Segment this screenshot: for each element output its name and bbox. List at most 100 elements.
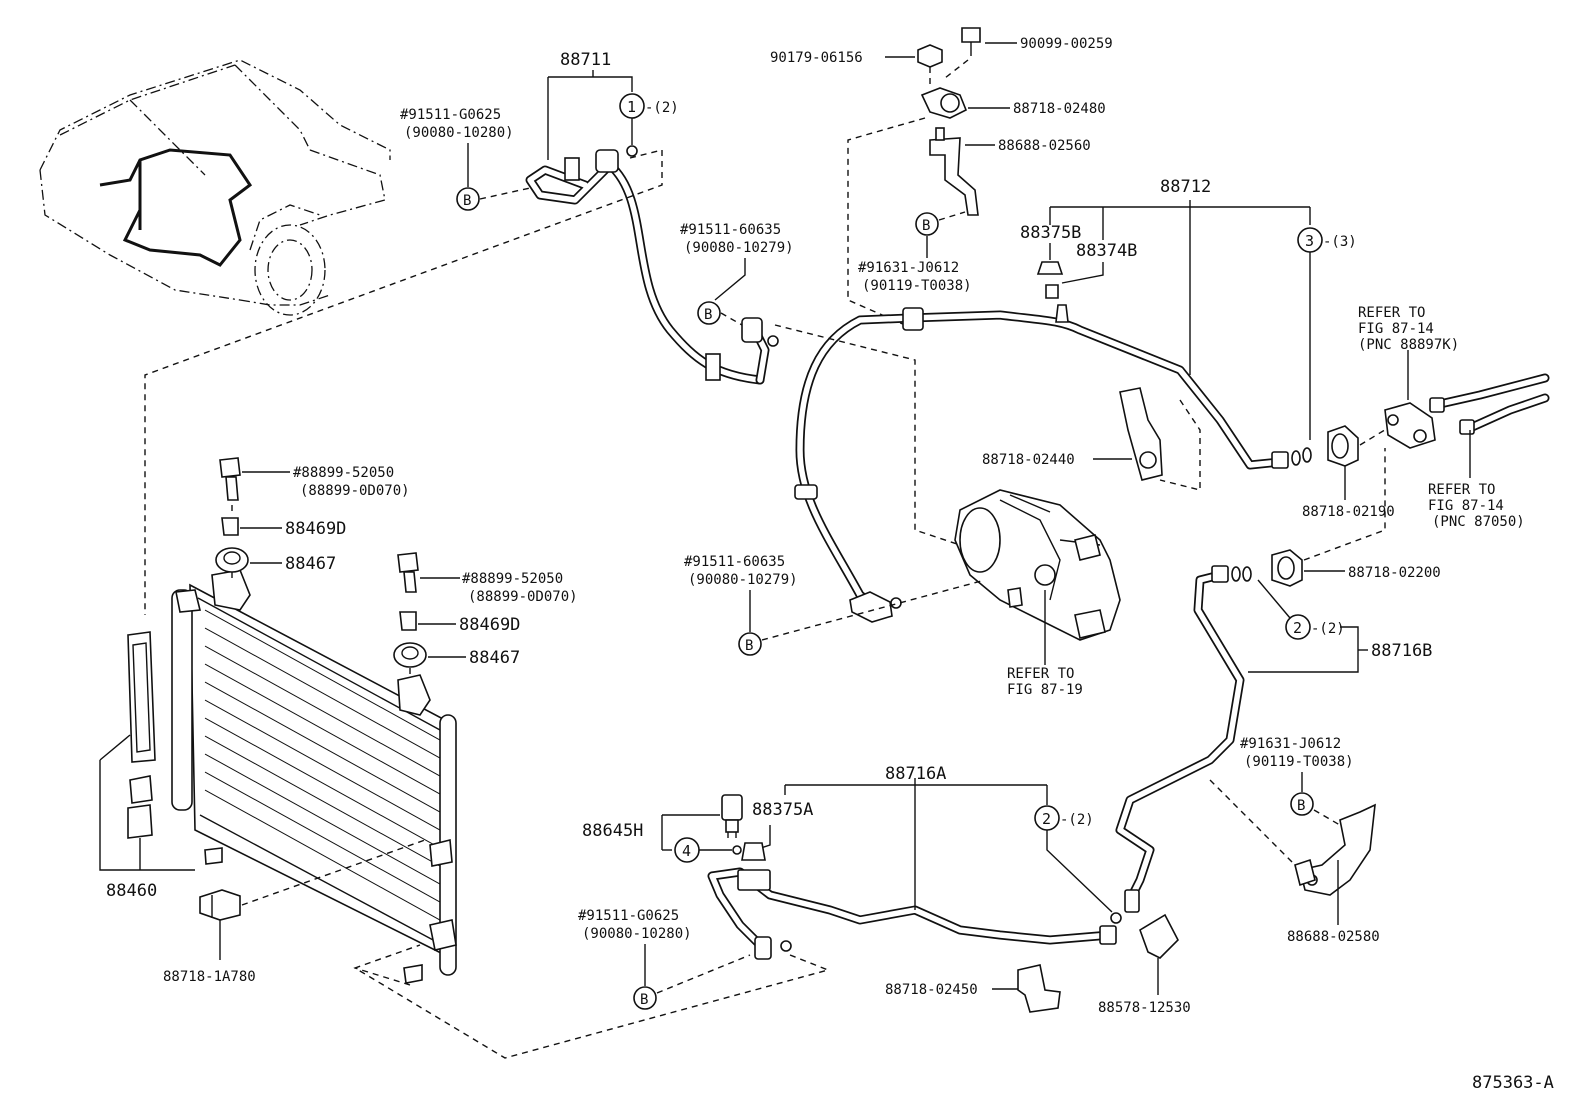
label-90119-T0038-b: (90119-T0038) [1244,754,1354,770]
label-88375B: 88375B [1020,223,1081,243]
plug-88899-a [219,457,241,501]
liquid-pipe-88716A [707,867,1122,960]
label-88460: 88460 [106,881,157,901]
callout-circle-2b-num: 2 [1042,810,1051,828]
bolt-b3-text: B [922,218,930,234]
oring-88469D-b [399,611,417,631]
label-90119-T0038-a: (90119-T0038) [862,278,972,294]
bolt-callout-b2 [697,301,721,325]
label-88469D-b: 88469D [459,615,520,635]
liquid-pipe-88716B [1115,565,1252,913]
cap-88375B [1036,261,1064,275]
oring-88469D-a [221,517,239,536]
label-88899-52050-b: #88899-52050 [462,571,563,587]
label-91511-G0625-a: #91511-G0625 [400,107,501,123]
label-91631-J0612-b: #91631-J0612 [1240,736,1341,752]
label-88374B: 88374B [1076,241,1137,261]
clamp-88718-02450 [1017,964,1061,1013]
suction-pipe-88712 [794,304,1312,623]
label-88899-0D070-a: (88899-0D070) [300,483,410,499]
bolt-b1-text: B [463,193,471,209]
label-88718-1A780: 88718-1A780 [163,969,256,985]
label-88645H: 88645H [582,821,643,841]
pressure-switch-88645H [721,794,743,838]
bolt-b4-text: B [745,638,753,654]
label-88467-a: 88467 [285,554,336,574]
label-91511-60635-b: #91511-60635 [684,554,785,570]
label-88718-02480: 88718-02480 [1013,101,1106,117]
callout-circle-2b-qty: -(2) [1060,812,1094,828]
label-91511-G0625-b: #91511-G0625 [578,908,679,924]
bolt-b5-text: B [640,992,648,1008]
bolt-90099 [961,27,981,43]
bolt-b2-text: B [704,307,712,323]
label-90179-06156: 90179-06156 [770,50,863,66]
fitting-block-88897K [1384,402,1436,449]
clamp-88718-02480 [920,87,968,119]
label-90099-00259: 90099-00259 [1020,36,1113,52]
callout-circle-2a-qty: -(2) [1311,621,1345,637]
refer-c-line2: FIG 87-19 [1007,682,1083,698]
nut-90179 [917,44,943,68]
callout-circle-2a-num: 2 [1293,619,1302,637]
valve-core-88374B [1045,284,1059,299]
bolt-callout-b1 [456,187,480,211]
vehicle-outline [39,59,391,316]
bolt-callout-b6 [1290,792,1314,816]
drier-cartridge-88460 [127,631,156,839]
label-88467-b: 88467 [469,648,520,668]
condenser [171,569,457,984]
plug-88899-b [397,552,419,593]
cap-88467-a [215,547,249,573]
label-88688-02580: 88688-02580 [1287,929,1380,945]
callout-circle-4-num: 4 [682,842,691,860]
label-90080-10279-b: (90080-10279) [688,572,798,588]
label-88578-12530: 88578-12530 [1098,1000,1191,1016]
figure-id: 875363-A [1472,1073,1554,1093]
cap-88375A [741,842,766,861]
label-88718-02190: 88718-02190 [1302,504,1395,520]
label-88718-02450: 88718-02450 [885,982,978,998]
label-90080-10280-a: (90080-10280) [404,125,514,141]
callout-circle-3-qty: -(3) [1323,234,1357,250]
callout-circle-3-num: 3 [1305,232,1314,250]
label-88375A: 88375A [752,800,813,820]
clamp-88718-02440 [1119,387,1163,481]
label-88716A: 88716A [885,764,946,784]
nut-88718-02190 [1327,425,1359,467]
refer-c-line1: REFER TO [1007,666,1074,682]
label-90080-10280-b: (90080-10280) [582,926,692,942]
compressor [954,489,1121,641]
label-88718-02200: 88718-02200 [1348,565,1441,581]
bolt-callout-b4 [738,632,762,656]
label-91631-J0612-a: #91631-J0612 [858,260,959,276]
callout-circle-1-num: 1 [627,98,636,116]
callout-circle-2a [1285,614,1311,640]
refer-a-line2: FIG 87-14 [1358,321,1434,337]
refer-b-line2: FIG 87-14 [1428,498,1504,514]
label-88711: 88711 [560,50,611,70]
refer-a-line3: (PNC 88897K) [1358,337,1459,353]
label-88712: 88712 [1160,177,1211,197]
bolt-callout-b3 [915,212,939,236]
bracket-88688-02580 [1294,803,1376,896]
refer-b-line1: REFER TO [1428,482,1495,498]
callout-circle-1-qty: -(2) [645,100,679,116]
clip-88718-1A780 [199,889,241,921]
cap-88467-b [393,642,427,668]
label-88688-02560: 88688-02560 [998,138,1091,154]
bracket-88688-02560 [929,127,979,216]
label-90080-10279-a: (90080-10279) [684,240,794,256]
evaporator-pipes [1429,373,1550,435]
label-88718-02440: 88718-02440 [982,452,1075,468]
label-88716B: 88716B [1371,641,1432,661]
label-88469D-a: 88469D [285,519,346,539]
label-88899-0D070-b: (88899-0D070) [468,589,578,605]
discharge-hose-88711 [525,145,779,385]
label-88899-52050-a: #88899-52050 [293,465,394,481]
label-91511-60635-a: #91511-60635 [680,222,781,238]
bolt-b6-text: B [1297,798,1305,814]
refer-b-line3: (PNC 87050) [1432,514,1525,530]
refer-a-line1: REFER TO [1358,305,1425,321]
